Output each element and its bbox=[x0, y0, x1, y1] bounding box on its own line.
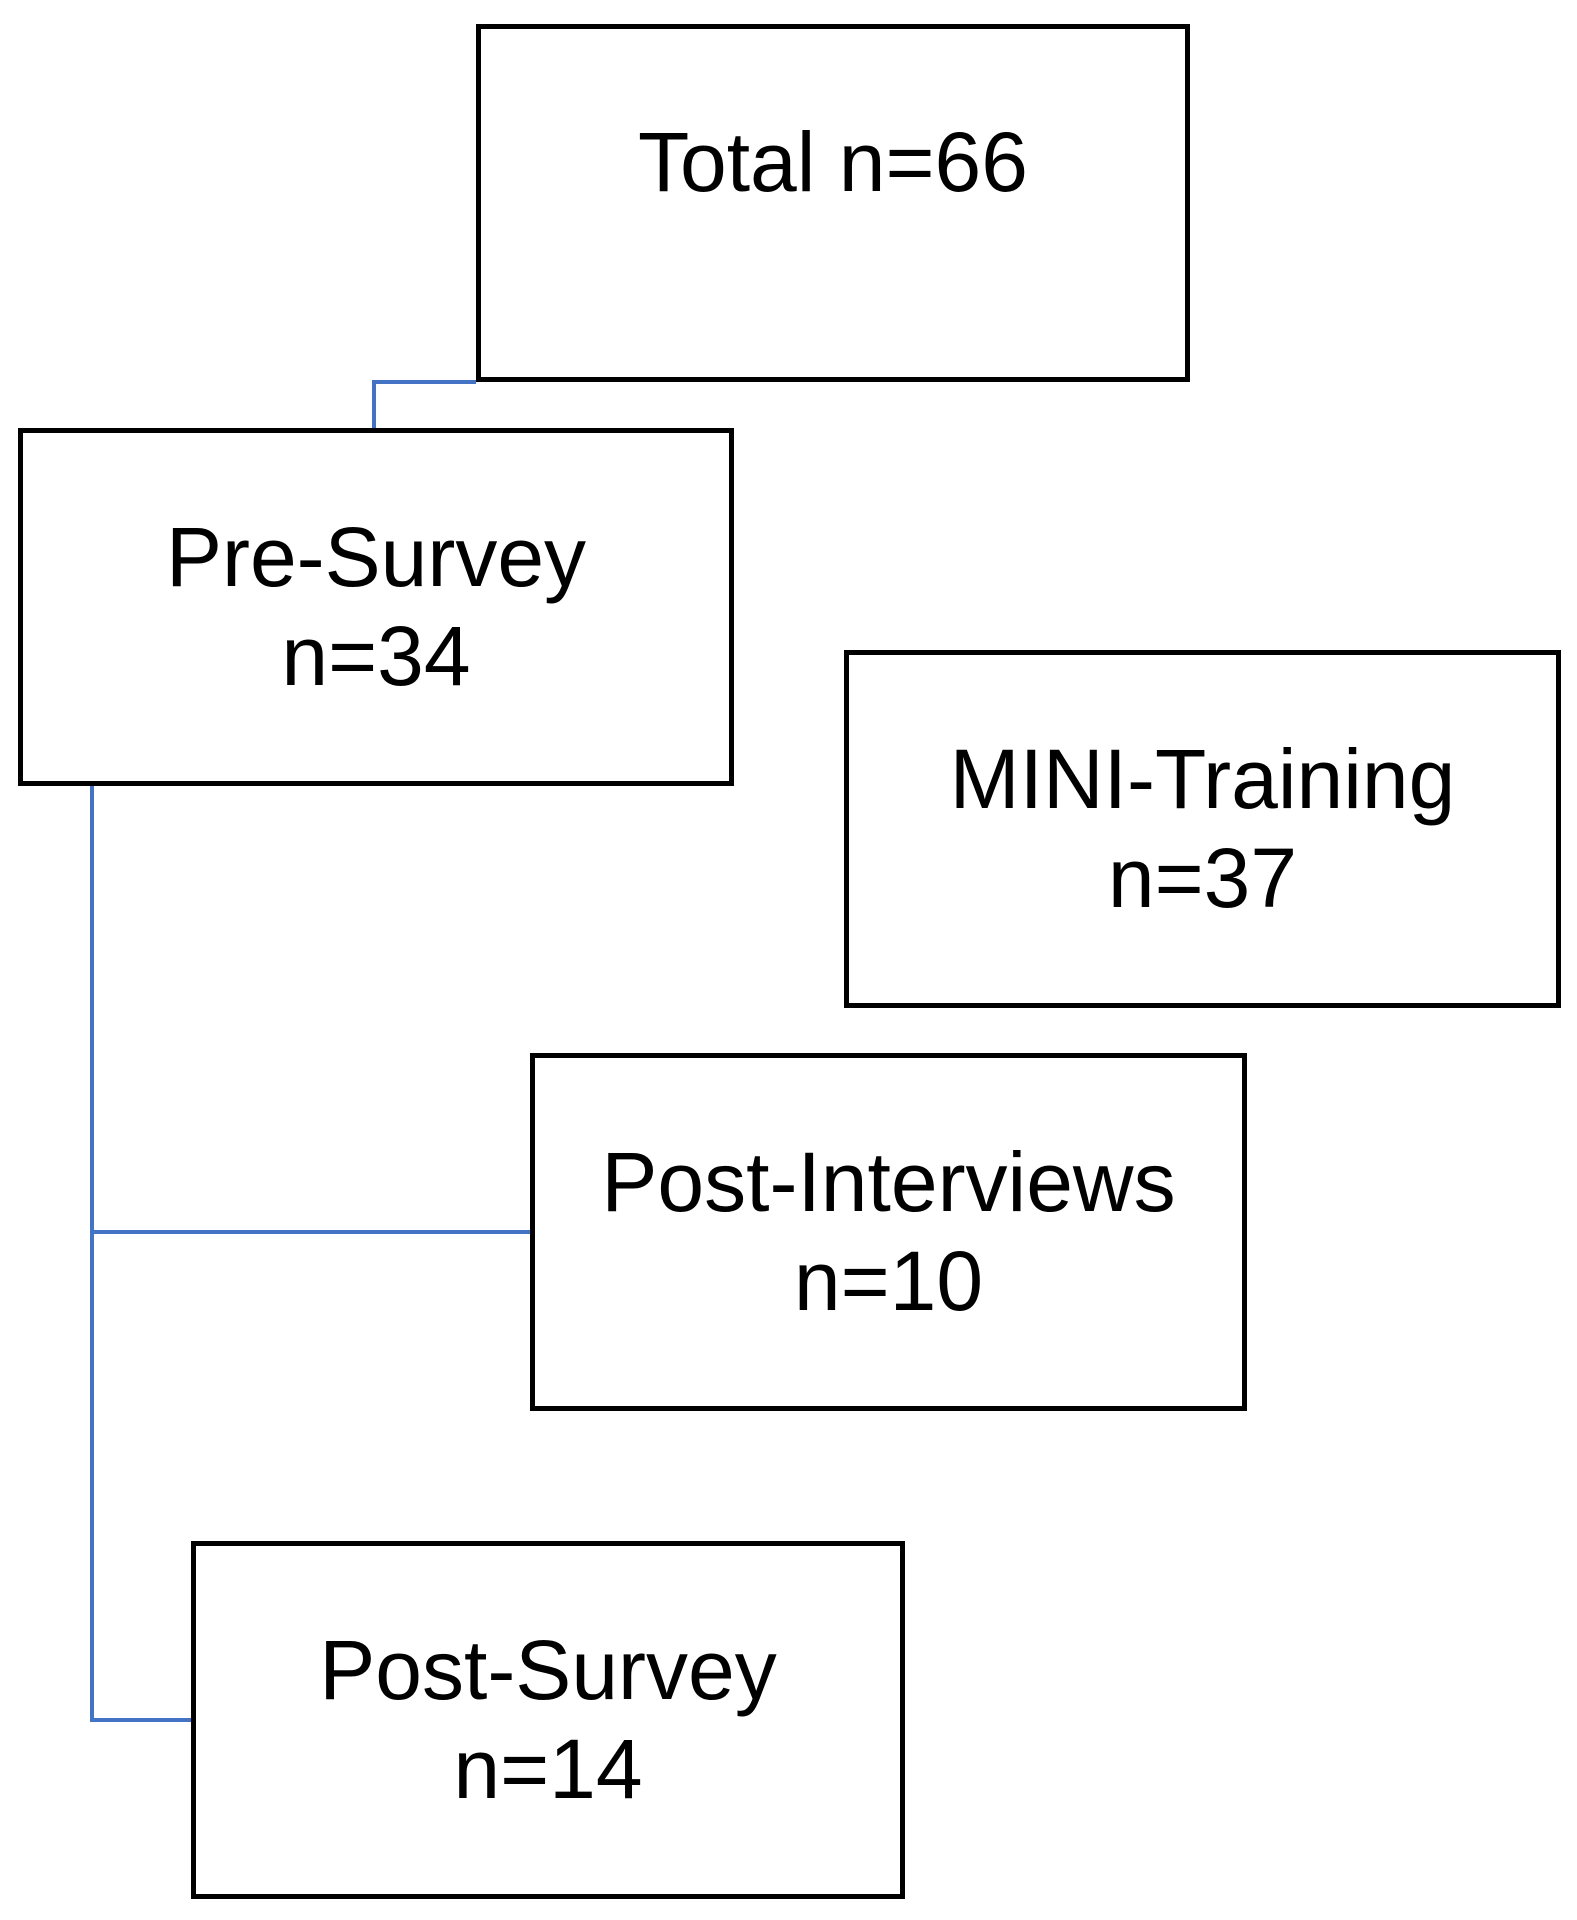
post-interviews-label: Post-Interviews bbox=[601, 1134, 1176, 1229]
post-interviews-count: n=10 bbox=[793, 1234, 984, 1328]
pre-survey-count: n=34 bbox=[281, 609, 471, 703]
total-box: Total n=66 bbox=[476, 24, 1190, 382]
total-label: Total n=66 bbox=[638, 115, 1028, 210]
mini-training-label: MINI-Training bbox=[949, 731, 1456, 826]
post-survey-box: Post-Survey n=14 bbox=[191, 1541, 905, 1899]
post-interviews-box: Post-Interviews n=10 bbox=[530, 1053, 1247, 1411]
connector-pre-survey-to-post-survey bbox=[90, 786, 191, 1722]
post-survey-count: n=14 bbox=[453, 1722, 643, 1816]
mini-training-count: n=37 bbox=[1107, 831, 1298, 925]
post-survey-label: Post-Survey bbox=[319, 1622, 777, 1717]
pre-survey-label: Pre-Survey bbox=[165, 509, 587, 604]
connector-total-to-pre-survey bbox=[372, 380, 476, 428]
pre-survey-box: Pre-Survey n=34 bbox=[18, 428, 734, 786]
mini-training-box: MINI-Training n=37 bbox=[844, 650, 1561, 1008]
